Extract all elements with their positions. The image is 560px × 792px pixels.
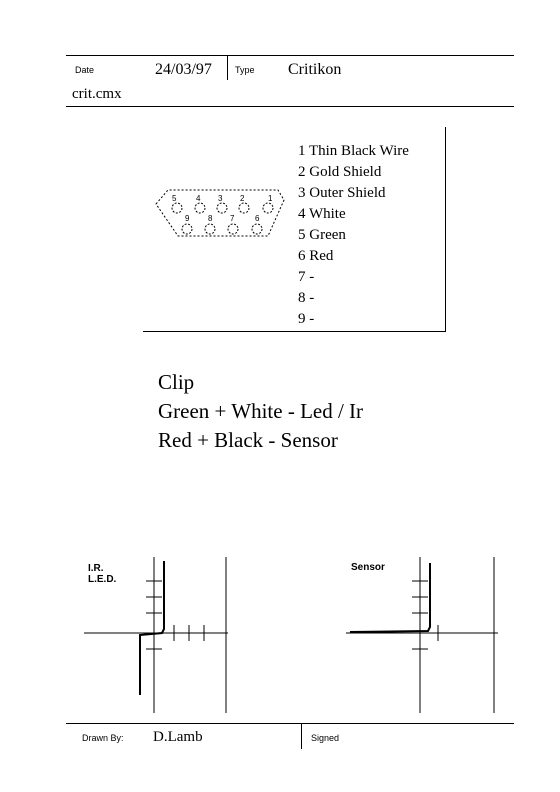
pin-hole-6 bbox=[251, 223, 263, 235]
pin-number-7: 7 bbox=[230, 214, 235, 223]
pin-number-2: 2 bbox=[240, 194, 245, 203]
header-divider bbox=[227, 56, 228, 80]
pin-9-label: 9 - bbox=[298, 311, 315, 327]
pin-number-8: 8 bbox=[208, 214, 213, 223]
pin-number-4: 4 bbox=[196, 194, 201, 203]
clip-description: Clip Green + White - Led / Ir Red + Blac… bbox=[158, 368, 363, 455]
pin-number-5: 5 bbox=[172, 194, 177, 203]
connector-shell bbox=[155, 189, 285, 237]
signed-label: Signed bbox=[311, 733, 340, 743]
date-label: Date bbox=[75, 65, 95, 75]
sensor-curve bbox=[349, 563, 431, 633]
connector-box-right bbox=[445, 127, 446, 331]
pin-1-label: 1 Thin Black Wire bbox=[298, 143, 409, 159]
drawn-by-label: Drawn By: bbox=[82, 733, 124, 743]
clip-line-sensor: Red + Black - Sensor bbox=[158, 428, 338, 452]
pin-6-label: 6 Red bbox=[298, 248, 334, 264]
header-top-rule bbox=[66, 55, 514, 56]
pin-5-label: 5 Green bbox=[298, 227, 346, 243]
pin-hole-2 bbox=[238, 202, 250, 214]
pin-assignment-list: 1 Thin Black Wire 2 Gold Shield 3 Outer … bbox=[298, 141, 409, 330]
pin-3-label: 3 Outer Shield bbox=[298, 185, 386, 201]
pin-number-6: 6 bbox=[255, 214, 260, 223]
connector-box-bottom bbox=[143, 331, 446, 332]
ir-led-label-line2: L.E.D. bbox=[88, 574, 117, 585]
footer-divider bbox=[301, 724, 302, 749]
ir-led-characteristic-plot bbox=[84, 557, 228, 713]
pin-hole-4 bbox=[194, 202, 206, 214]
header-bottom-rule bbox=[66, 106, 514, 107]
pin-hole-7 bbox=[227, 223, 239, 235]
pin-number-9: 9 bbox=[185, 214, 190, 223]
db9-connector-diagram: 5 4 3 2 1 9 8 7 6 bbox=[155, 189, 285, 237]
type-label: Type bbox=[235, 65, 255, 75]
clip-line-led: Green + White - Led / Ir bbox=[158, 399, 364, 423]
pin-4-label: 4 White bbox=[298, 206, 346, 222]
pin-8-label: 8 - bbox=[298, 290, 315, 306]
ir-led-label: I.R. L.E.D. bbox=[88, 563, 116, 585]
sensor-label: Sensor bbox=[351, 562, 385, 573]
date-value: 24/03/97 bbox=[155, 61, 212, 78]
sensor-characteristic-plot bbox=[346, 557, 498, 713]
pin-number-1: 1 bbox=[268, 194, 273, 203]
type-value: Critikon bbox=[288, 61, 342, 78]
footer-top-rule bbox=[66, 723, 514, 724]
pin-number-3: 3 bbox=[218, 194, 223, 203]
pin-hole-8 bbox=[204, 223, 216, 235]
led-diode-curve bbox=[139, 561, 165, 695]
pin-hole-3 bbox=[216, 202, 228, 214]
clip-title: Clip bbox=[158, 370, 195, 394]
ir-led-label-line1: I.R. bbox=[88, 563, 104, 574]
pin-hole-9 bbox=[181, 223, 193, 235]
pin-hole-5 bbox=[171, 202, 183, 214]
drawn-by-value: D.Lamb bbox=[153, 729, 203, 745]
pin-2-label: 2 Gold Shield bbox=[298, 164, 382, 180]
filename: crit.cmx bbox=[72, 86, 122, 102]
pin-7-label: 7 - bbox=[298, 269, 315, 285]
pin-hole-1 bbox=[262, 202, 274, 214]
